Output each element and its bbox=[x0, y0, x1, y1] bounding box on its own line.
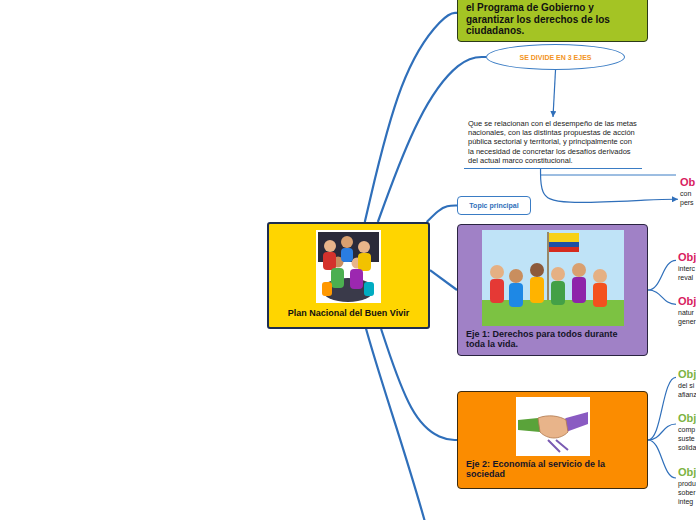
flag-pole bbox=[547, 232, 549, 300]
objective-topic: Objprodu sober integ bbox=[676, 466, 696, 506]
topic-text: Eje 2: Economía al servicio de la socied… bbox=[466, 459, 639, 479]
connector bbox=[541, 169, 678, 202]
person-head bbox=[358, 241, 370, 253]
connector bbox=[427, 206, 457, 223]
topic-body: con pers bbox=[680, 189, 696, 207]
child-head bbox=[551, 267, 565, 281]
axis-box: Eje 2: Economía al servicio de la socied… bbox=[457, 391, 648, 489]
topic-text: Plan Nacional del Buen Vivir bbox=[275, 308, 422, 318]
child-head bbox=[509, 269, 523, 283]
objective-topic: Obcon pers bbox=[678, 176, 696, 207]
child-head bbox=[593, 269, 607, 283]
topic-body: interc reval bbox=[678, 264, 696, 282]
picture-frame bbox=[316, 230, 381, 303]
person-body bbox=[323, 252, 336, 270]
hand-shadow bbox=[548, 440, 568, 452]
sleeve bbox=[518, 418, 548, 432]
person-body bbox=[322, 282, 332, 296]
topic-body: del si afianz bbox=[678, 381, 696, 399]
topic-text: Topic principal bbox=[462, 202, 526, 209]
connector bbox=[381, 329, 457, 440]
topic-body: natur gener bbox=[678, 308, 696, 326]
connector bbox=[430, 270, 457, 290]
handshake-illustration bbox=[516, 397, 590, 456]
flag-stripe bbox=[549, 247, 579, 252]
topic-text: Obj bbox=[678, 251, 696, 264]
person-body bbox=[350, 269, 363, 289]
children-illustration bbox=[482, 230, 624, 326]
topic-text: Obj bbox=[678, 412, 696, 425]
objective-topic: Objinterc reval bbox=[676, 251, 696, 282]
note-topic: Que se relacionan con el desempeño de la… bbox=[464, 117, 642, 169]
connector bbox=[648, 377, 676, 440]
picture-ground bbox=[322, 278, 374, 302]
person-body bbox=[358, 253, 371, 271]
topic-box: el Programa de Gobierno y garantizar los… bbox=[457, 0, 648, 42]
connector bbox=[648, 290, 676, 304]
child-body bbox=[490, 279, 504, 303]
people-illustration bbox=[316, 230, 381, 303]
child-body bbox=[593, 283, 607, 307]
child-body bbox=[551, 281, 565, 305]
flag-stripe bbox=[549, 242, 579, 247]
central-topic: Plan Nacional del Buen Vivir bbox=[267, 222, 430, 329]
connector bbox=[365, 13, 457, 222]
topic-text: Eje 1: Derechos para todos durante toda … bbox=[466, 329, 639, 349]
axis-box: Eje 1: Derechos para todos durante toda … bbox=[457, 224, 648, 356]
flag-stripe bbox=[549, 233, 579, 242]
person-body bbox=[331, 268, 344, 288]
child-body bbox=[530, 277, 544, 303]
underline bbox=[540, 175, 676, 176]
child-head bbox=[530, 263, 544, 277]
picture-frame bbox=[516, 397, 590, 456]
connector bbox=[648, 260, 676, 290]
child-head bbox=[572, 263, 586, 277]
topic-text: Ob bbox=[680, 176, 696, 189]
objective-topic: Objdel si afianz bbox=[676, 368, 696, 399]
objective-topic: Objcomp suste solida bbox=[676, 412, 696, 452]
child-body bbox=[572, 277, 586, 303]
topic-box: Topic principal bbox=[457, 196, 531, 215]
person-head bbox=[352, 258, 363, 269]
person-head bbox=[324, 240, 336, 252]
objective-topic: Objnatur gener bbox=[676, 295, 696, 326]
person-body bbox=[341, 248, 353, 262]
hands bbox=[538, 416, 568, 438]
branch-line bbox=[365, 325, 425, 520]
topic-body: comp suste solida bbox=[678, 425, 696, 452]
topic-text: Obj bbox=[678, 368, 696, 381]
topic-text: el Programa de Gobierno y garantizar los… bbox=[466, 2, 639, 37]
person-head bbox=[333, 257, 344, 268]
picture-ground bbox=[318, 232, 379, 262]
sky bbox=[482, 230, 624, 326]
child-head bbox=[490, 265, 504, 279]
person-body bbox=[364, 282, 374, 296]
person-head bbox=[341, 236, 353, 248]
grass bbox=[482, 300, 624, 326]
connector bbox=[648, 440, 676, 478]
topic-ellipse: SE DIVIDE EN 3 EJES bbox=[486, 44, 625, 70]
connector bbox=[648, 424, 676, 440]
topic-text: Obj bbox=[678, 295, 696, 308]
topic-text: Obj bbox=[678, 466, 696, 479]
sleeve bbox=[556, 412, 588, 432]
topic-text: SE DIVIDE EN 3 EJES bbox=[520, 54, 592, 61]
topic-body: produ sober integ bbox=[678, 479, 696, 506]
child-body bbox=[509, 283, 523, 307]
connector bbox=[553, 70, 556, 117]
topic-text: Que se relacionan con el desempeño de la… bbox=[468, 119, 638, 165]
